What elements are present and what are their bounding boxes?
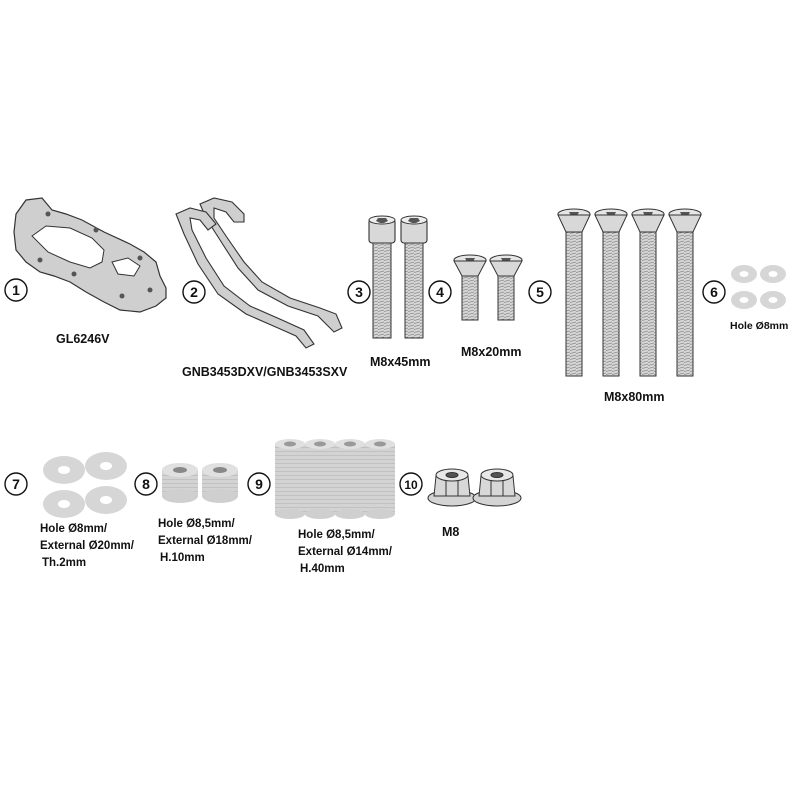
washer-7d [85, 486, 127, 514]
washer-7c [43, 490, 85, 518]
spacer-8b [202, 463, 238, 503]
badge-2-number: 2 [190, 284, 198, 300]
label-part-7-line-1: Hole Ø8mm/ [40, 523, 108, 535]
spacer-9d [365, 439, 395, 519]
part-8-spacers [162, 463, 238, 503]
part-9-spacers [275, 439, 395, 519]
screw-5d [668, 208, 702, 377]
badge-8-number: 8 [142, 476, 150, 492]
screw-3a [368, 215, 396, 339]
part-2-brackets [175, 197, 343, 349]
part-10-nuts [427, 468, 522, 507]
badge-5-number: 5 [536, 284, 544, 300]
badge-1-number: 1 [12, 282, 20, 298]
screw-5a [557, 208, 591, 377]
badge-10-number: 10 [404, 478, 418, 492]
part-6-washers [731, 265, 786, 309]
label-part-1: GL6246V [56, 332, 110, 346]
badge-9: 9 [247, 472, 271, 496]
spacer-9c [335, 439, 365, 519]
washer-7a [43, 456, 85, 484]
badge-7: 7 [4, 472, 28, 496]
label-part-5: M8x80mm [604, 390, 664, 404]
badge-5: 5 [528, 280, 552, 304]
part-5-screws [557, 208, 702, 377]
badge-7-number: 7 [12, 476, 20, 492]
screw-4b [489, 254, 523, 321]
label-part-4: M8x20mm [461, 345, 521, 359]
washer-6a [731, 265, 757, 283]
washer-6d [760, 291, 786, 309]
label-part-9-line-1: Hole Ø8,5mm/ [298, 529, 375, 541]
label-part-8-line-3: H.10mm [160, 552, 205, 564]
washer-6b [760, 265, 786, 283]
part-4-screws [453, 254, 523, 321]
part-7-washers [43, 452, 127, 518]
badge-8: 8 [134, 472, 158, 496]
spacer-9b [305, 439, 335, 519]
badge-3-number: 3 [355, 284, 363, 300]
nut-10a [427, 468, 477, 507]
label-part-10: M8 [442, 525, 459, 539]
label-part-7-line-3: Th.2mm [42, 557, 86, 569]
washer-6c [731, 291, 757, 309]
badge-10: 10 [399, 472, 423, 496]
label-part-6: Hole Ø8mm [730, 320, 788, 332]
label-part-7-line-2: External Ø20mm/ [40, 540, 135, 552]
label-part-3: M8x45mm [370, 355, 430, 369]
screw-3b [400, 215, 428, 339]
label-part-9-line-3: H.40mm [300, 563, 345, 575]
spacer-9a [275, 439, 305, 519]
badge-3: 3 [347, 280, 371, 304]
badge-6: 6 [702, 280, 726, 304]
washer-7b [85, 452, 127, 480]
badge-2: 2 [182, 280, 206, 304]
screw-4a [453, 254, 487, 321]
badge-9-number: 9 [255, 476, 263, 492]
label-part-2: GNB3453DXV/GNB3453SXV [182, 365, 348, 379]
badge-6-number: 6 [710, 284, 718, 300]
nut-10b [472, 468, 522, 507]
badge-1: 1 [4, 278, 28, 302]
screw-5b [594, 208, 628, 377]
badge-4-number: 4 [436, 284, 444, 300]
label-part-8-line-2: External Ø18mm/ [158, 535, 253, 547]
label-part-9-line-2: External Ø14mm/ [298, 546, 393, 558]
part-3-screws [368, 215, 428, 339]
part-1-plate [13, 197, 167, 313]
screw-5c [631, 208, 665, 377]
spacer-8a [162, 463, 198, 503]
label-part-8-line-1: Hole Ø8,5mm/ [158, 518, 235, 530]
badge-4: 4 [428, 280, 452, 304]
